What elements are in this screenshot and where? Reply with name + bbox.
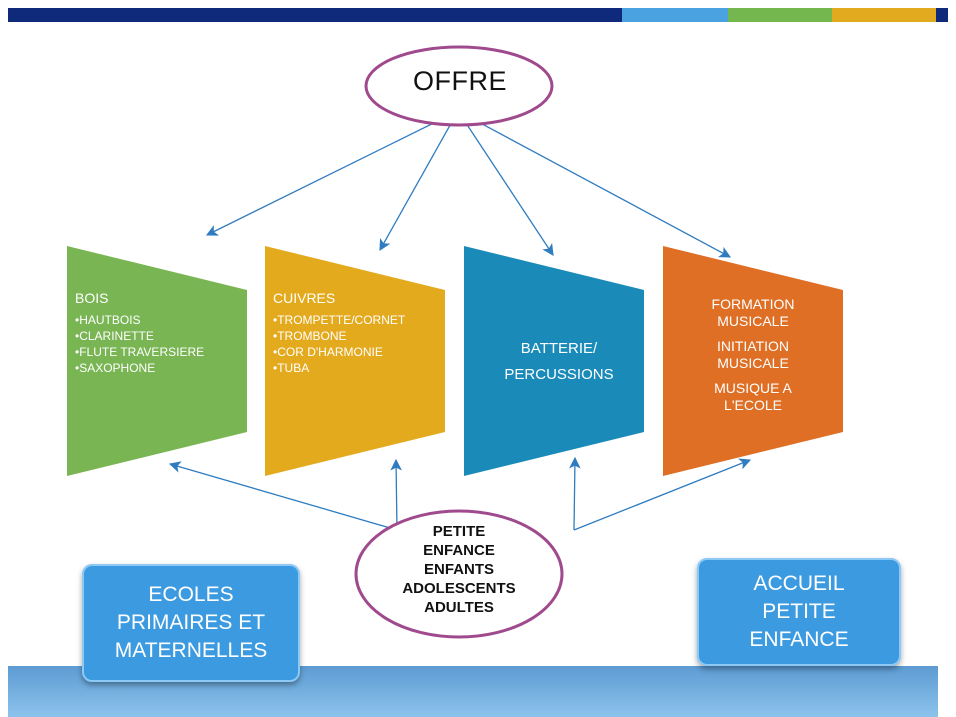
cuivres-text: CUIVRES •TROMPETTE/CORNET •TROMBONE •COR… xyxy=(273,290,443,376)
formation-text: FORMATION MUSICALE INITIATION MUSICALE M… xyxy=(673,296,833,414)
accueil-line: ACCUEIL xyxy=(753,572,845,595)
formation-line: MUSICALE xyxy=(717,355,789,371)
formation-line: MUSICALE xyxy=(717,313,789,329)
cuivres-item: •COR D'HARMONIE xyxy=(273,345,383,359)
bar-segment-green xyxy=(728,8,832,22)
bois-shape xyxy=(67,246,247,476)
bois-text: BOIS •HAUTBOIS •CLARINETTE •FLUTE TRAVER… xyxy=(75,290,245,376)
bar-segment-yellow xyxy=(832,8,936,22)
arrow-public-bois xyxy=(168,461,398,531)
bois-item: •FLUTE TRAVERSIERE xyxy=(75,345,205,359)
cuivres-item: •TROMBONE xyxy=(273,329,347,343)
arrow-offre-bois xyxy=(205,110,459,236)
cuivres-item: •TUBA xyxy=(273,361,310,375)
formation-line: MUSIQUE A xyxy=(714,380,792,396)
top-color-bar xyxy=(8,8,948,22)
public-line: ENFANTS xyxy=(423,561,494,578)
arrow-offre-cuivres xyxy=(379,110,459,252)
public-line: ADOLESCENTS xyxy=(402,580,516,597)
offre-label: OFFRE xyxy=(413,66,507,96)
batterie-text: BATTERIE/ PERCUSSIONS xyxy=(474,338,644,386)
formation-shape xyxy=(663,246,843,476)
cuivres-shape xyxy=(265,246,445,476)
batterie-shape xyxy=(464,246,644,476)
public-line: PETITE xyxy=(432,523,486,540)
offre-ellipse xyxy=(364,45,554,127)
public-line: ENFANCE xyxy=(423,542,495,559)
bar-segment-navy xyxy=(8,8,622,22)
accueil-line: PETITE xyxy=(762,600,836,623)
arrow-public-batterie xyxy=(569,456,581,531)
bar-segment-blue xyxy=(622,8,728,22)
formation-line: INITIATION xyxy=(716,338,790,354)
arrow-offre-formation xyxy=(457,110,732,258)
public-ellipse xyxy=(354,509,564,639)
ecoles-line: ECOLES xyxy=(148,583,234,606)
bois-title: BOIS xyxy=(75,290,109,306)
formation-line: L'ECOLE xyxy=(724,397,782,413)
bois-item: •SAXOPHONE xyxy=(75,361,156,375)
ecoles-box: ECOLES PRIMAIRES ET MATERNELLES xyxy=(82,564,300,682)
cuivres-title: CUIVRES xyxy=(273,290,336,306)
cuivres-item: •TROMPETTE/CORNET xyxy=(273,313,406,327)
bois-item: •HAUTBOIS xyxy=(75,313,141,327)
batterie-line: PERCUSSIONS xyxy=(504,366,614,383)
ecoles-line: PRIMAIRES ET xyxy=(116,611,266,634)
accueil-box: ACCUEIL PETITE ENFANCE xyxy=(697,558,901,666)
arrow-public-cuivres xyxy=(390,458,402,531)
accueil-line: ENFANCE xyxy=(749,628,849,651)
public-line: ADULTES xyxy=(424,599,494,616)
batterie-line: BATTERIE/ xyxy=(520,340,598,357)
public-label: PETITE ENFANCE ENFANTS ADOLESCENTS ADULT… xyxy=(356,522,562,617)
bois-item: •CLARINETTE xyxy=(75,329,154,343)
ecoles-line: MATERNELLES xyxy=(114,639,268,662)
formation-line: FORMATION xyxy=(711,296,795,312)
bar-segment-navy-end xyxy=(936,8,948,22)
arrow-offre-batterie xyxy=(457,110,554,256)
arrow-public-formation xyxy=(573,458,752,531)
